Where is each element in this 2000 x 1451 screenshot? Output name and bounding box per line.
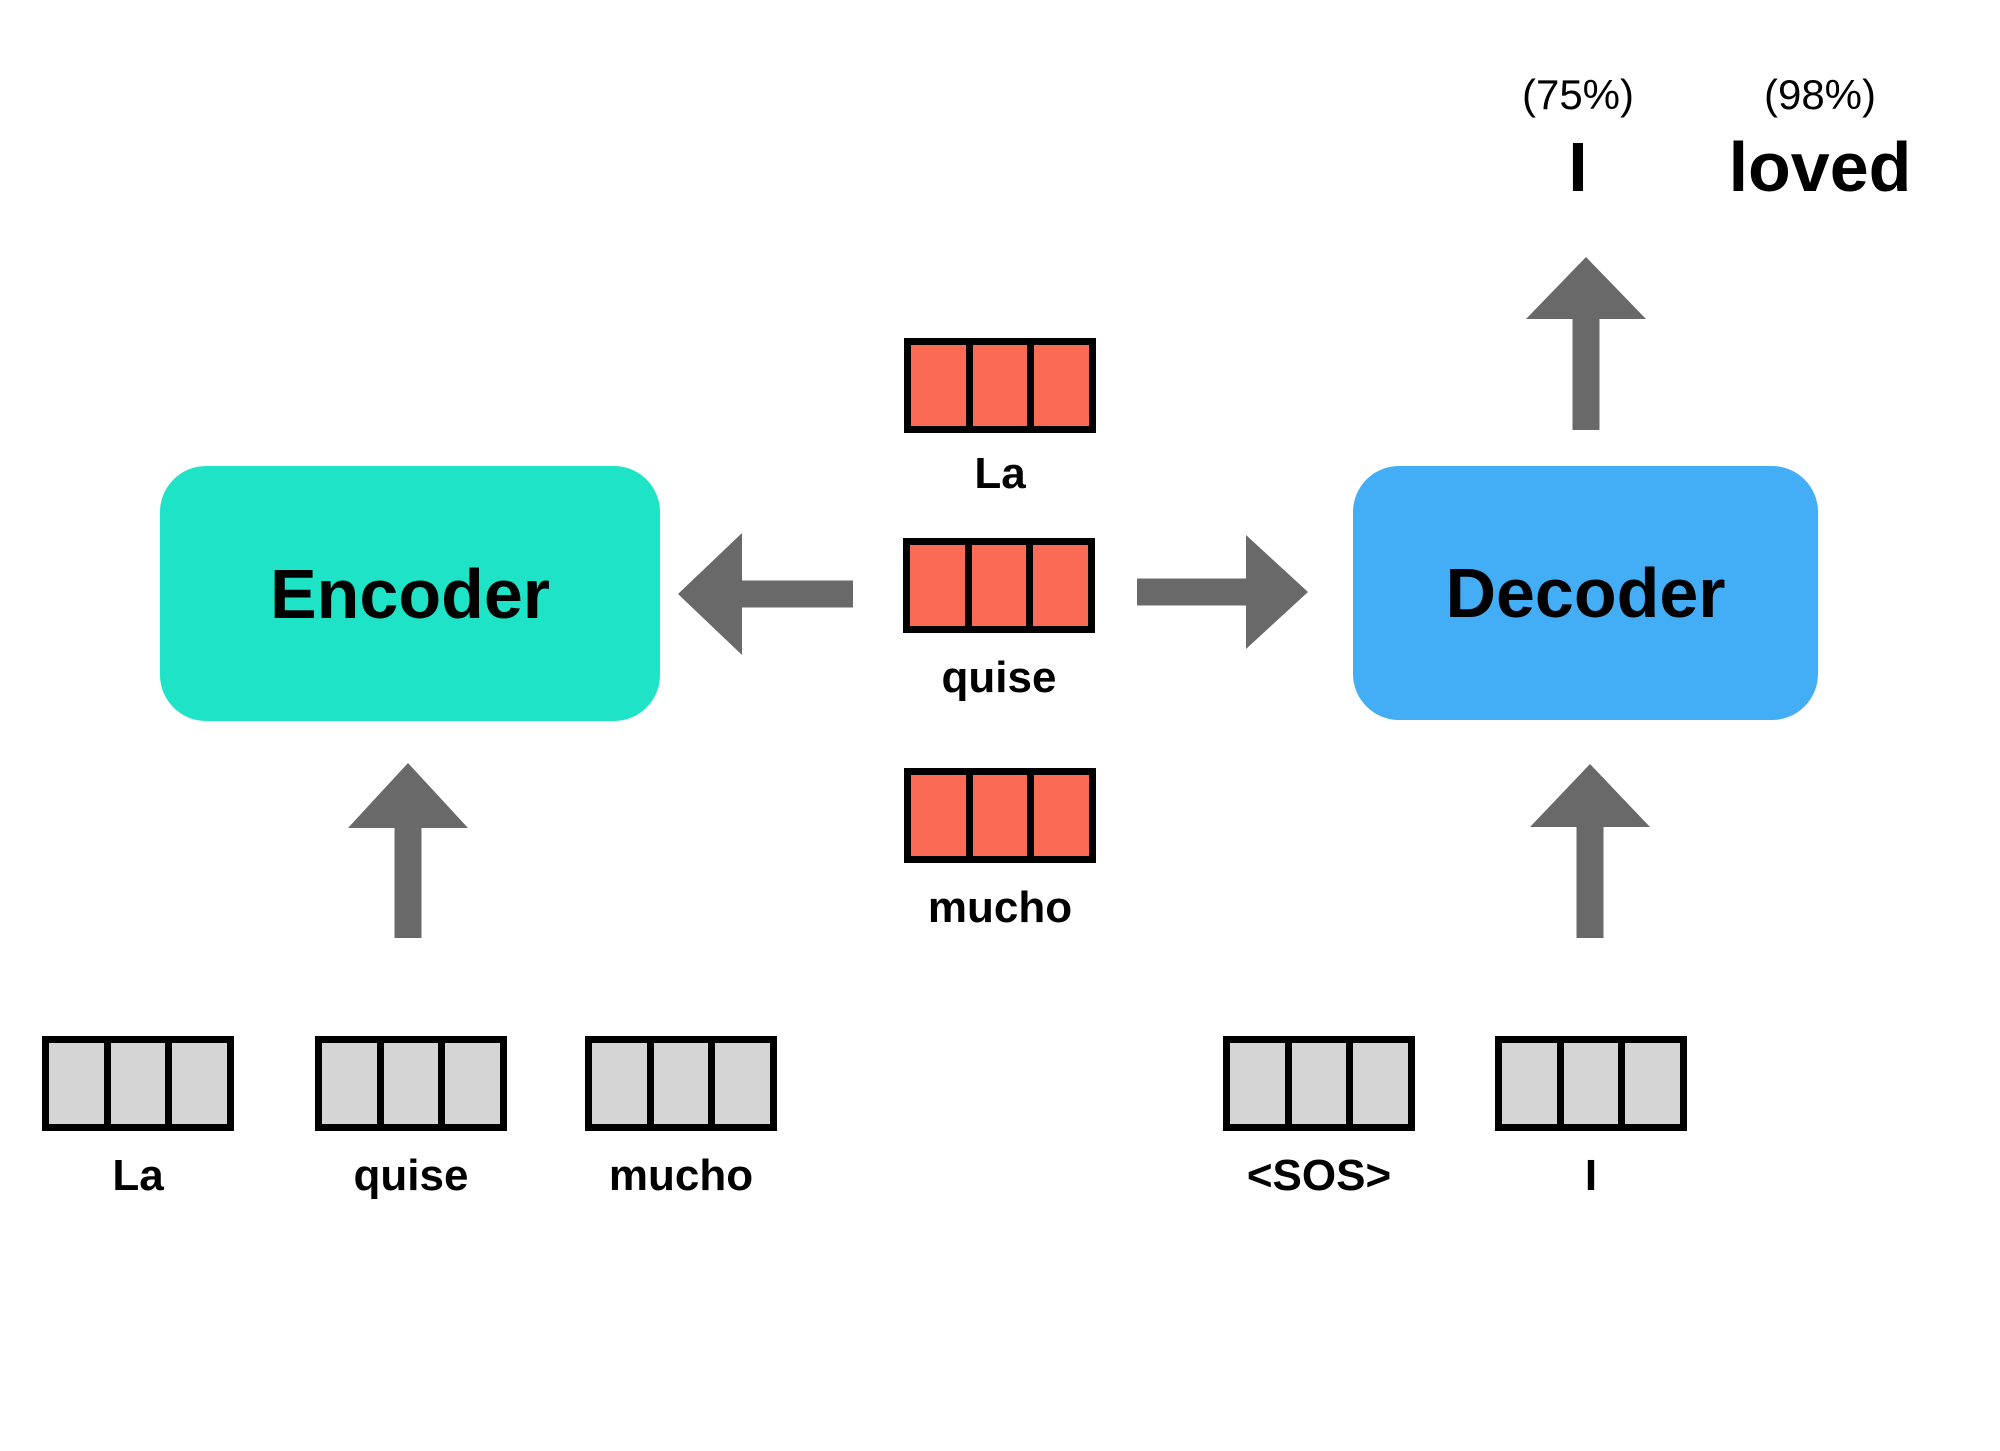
vector-cell [1502,1043,1557,1124]
vector-cell [911,345,966,426]
encoder-input-vector-mucho [585,1036,777,1131]
vector-cell [653,1043,709,1124]
vector-cell [110,1043,166,1124]
vector-cell [1625,1043,1681,1124]
decoder-input-arrow-icon [1530,764,1650,938]
vector-cell [445,1043,501,1124]
vector-cell [49,1043,104,1124]
decoder-input-vector-sos [1223,1036,1415,1131]
encoder-label: Encoder [269,554,551,633]
vector-cell [1291,1043,1347,1124]
vector-cell [322,1043,377,1124]
vector-cell [715,1043,771,1124]
vector-cell [172,1043,228,1124]
vector-cell [1563,1043,1619,1124]
output-probability: (98%) [1763,71,1877,118]
output-word: I [1568,128,1588,206]
context-vector-mucho [904,768,1096,863]
context-vector-label-mucho: mucho [927,883,1073,932]
encoder-input-label-quise: quise [353,1151,469,1200]
vector-cell [972,345,1028,426]
vector-cell [383,1043,439,1124]
vector-cell [972,775,1028,856]
vector-cell [1034,345,1090,426]
decoder-input-label-sos: <SOS> [1246,1151,1392,1200]
encoder-block: Encoder [160,466,660,721]
vector-cell [1353,1043,1409,1124]
encoder-input-arrow-icon [348,763,468,938]
vector-cell [1230,1043,1285,1124]
vector-cell [911,775,966,856]
decoder-output-arrow-icon [1526,257,1646,430]
encoder-input-vector-la [42,1036,234,1131]
encoder-input-label-la: La [112,1151,164,1200]
decoder-output-loved: (98%) loved [1700,71,1940,206]
context-to-decoder-arrow-icon [1137,535,1308,649]
context-to-encoder-arrow-icon [678,533,853,655]
decoder-label: Decoder [1445,554,1726,632]
vector-cell [1033,545,1089,626]
vector-cell [971,545,1027,626]
context-vector-label-quise: quise [941,653,1057,702]
vector-cell [592,1043,647,1124]
encoder-input-vector-quise [315,1036,507,1131]
context-vector-la [904,338,1096,433]
output-word: loved [1728,128,1912,206]
vector-cell [1034,775,1090,856]
decoder-input-vector-i [1495,1036,1687,1131]
decoder-block: Decoder [1353,466,1818,720]
context-vector-label-la: La [974,449,1026,498]
encoder-input-label-mucho: mucho [608,1151,754,1200]
decoder-output-i: (75%) I [1458,71,1698,206]
decoder-input-label-i: I [1584,1151,1598,1200]
output-probability: (75%) [1521,71,1635,118]
vector-cell [910,545,965,626]
context-vector-quise [903,538,1095,633]
